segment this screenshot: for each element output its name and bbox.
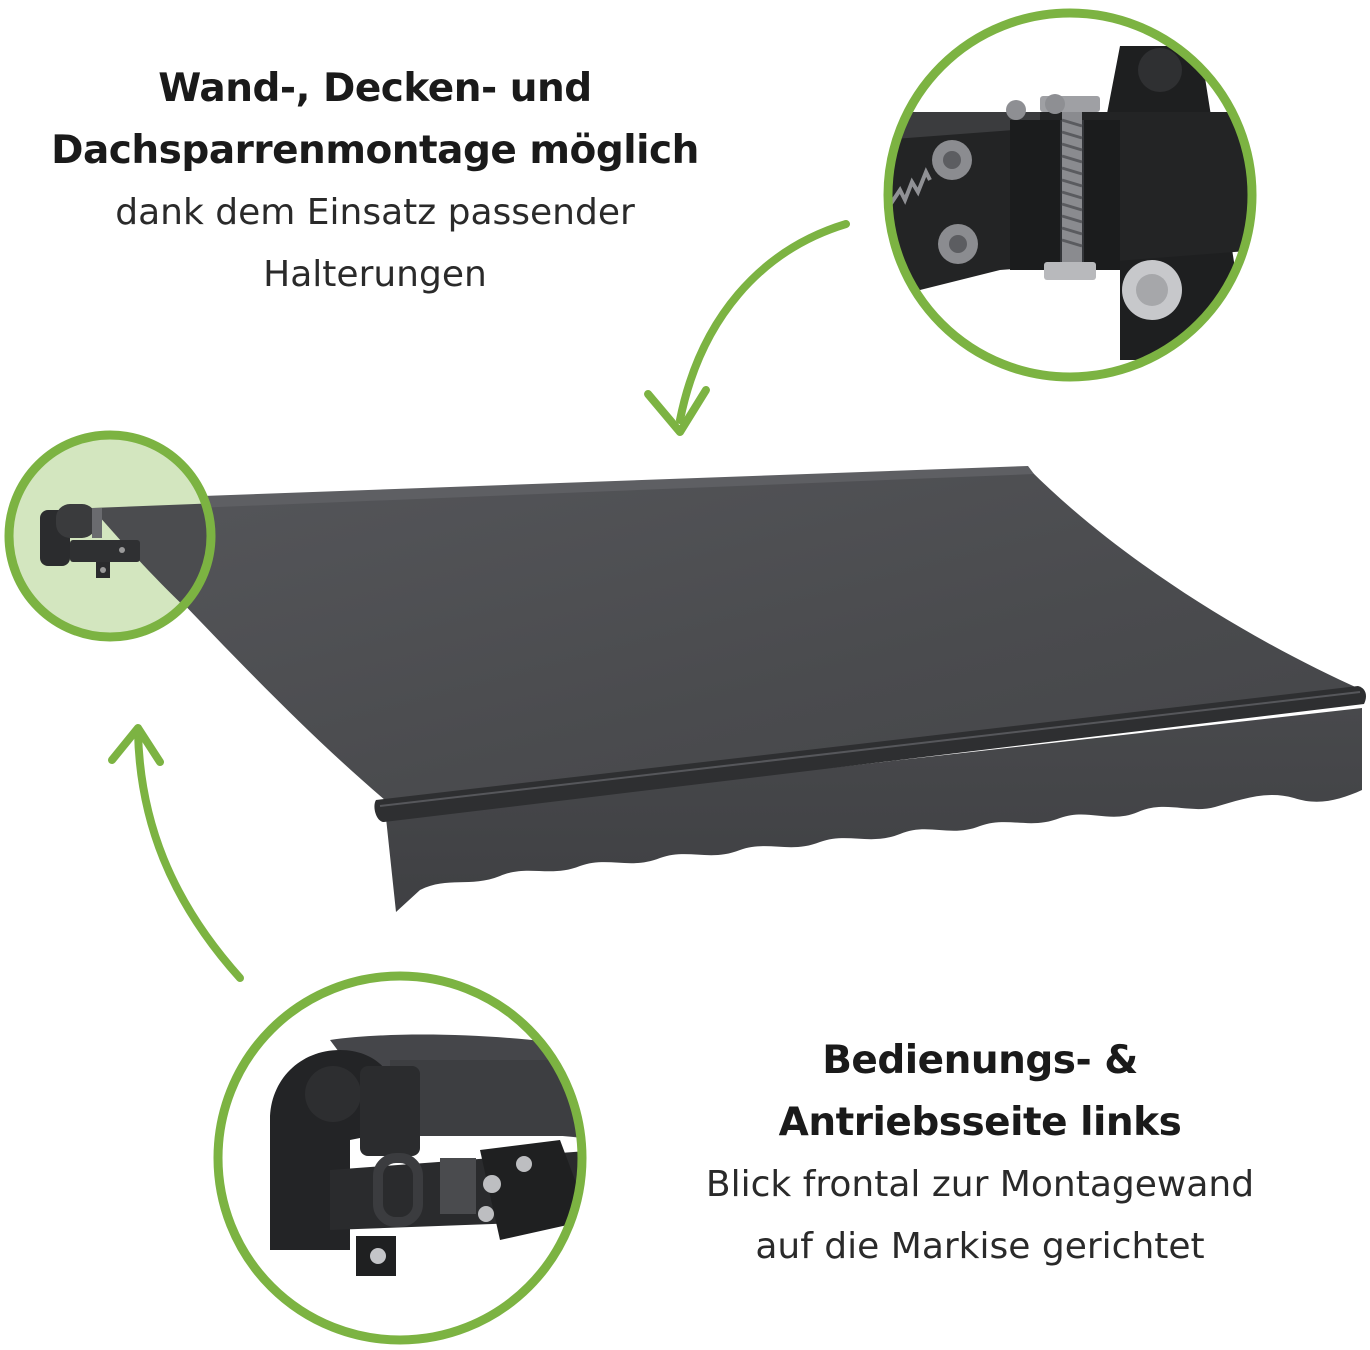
drive-side-detail	[213, 971, 587, 1345]
mounting-headline-line2: Dachsparrenmontage möglich	[51, 128, 699, 173]
mounting-subline-line1: dank dem Einsatz passender	[115, 192, 635, 233]
mounting-subline: dank dem Einsatz passender Halterungen	[40, 182, 710, 306]
drive-side-subline: Blick frontal zur Montagewand auf die Ma…	[660, 1154, 1300, 1278]
drive-side-headline-line1: Bedienungs- &	[822, 1038, 1138, 1083]
hex-nut-icon	[1006, 94, 1100, 280]
drive-side-subline-line1: Blick frontal zur Montagewand	[705, 1164, 1255, 1205]
threaded-rod-icon	[1061, 110, 1083, 280]
mounting-headline-line1: Wand-, Decken- und	[158, 66, 592, 111]
mounting-callout: Wand-, Decken- und Dachsparrenmontage mö…	[40, 58, 710, 306]
awning-fabric	[92, 470, 1362, 806]
curved-arrow-down-left-icon	[644, 220, 850, 436]
awning-valance	[386, 708, 1362, 912]
drive-side-subline-line2: auf die Markise gerichtet	[755, 1226, 1205, 1267]
curved-arrow-up-icon	[108, 724, 244, 982]
mounting-subline-line2: Halterungen	[263, 254, 487, 295]
drive-side-headline-line2: Antriebsseite links	[778, 1100, 1182, 1145]
bolt-icon	[932, 140, 1182, 320]
awning-cassette-bar	[92, 466, 1034, 512]
awning	[92, 466, 1366, 912]
drive-side-headline: Bedienungs- & Antriebsseite links	[660, 1030, 1300, 1154]
mounting-headline: Wand-, Decken- und Dachsparrenmontage mö…	[40, 58, 710, 182]
drive-side-callout: Bedienungs- & Antriebsseite links Blick …	[660, 1030, 1300, 1278]
wall-bracket-detail	[883, 8, 1257, 382]
